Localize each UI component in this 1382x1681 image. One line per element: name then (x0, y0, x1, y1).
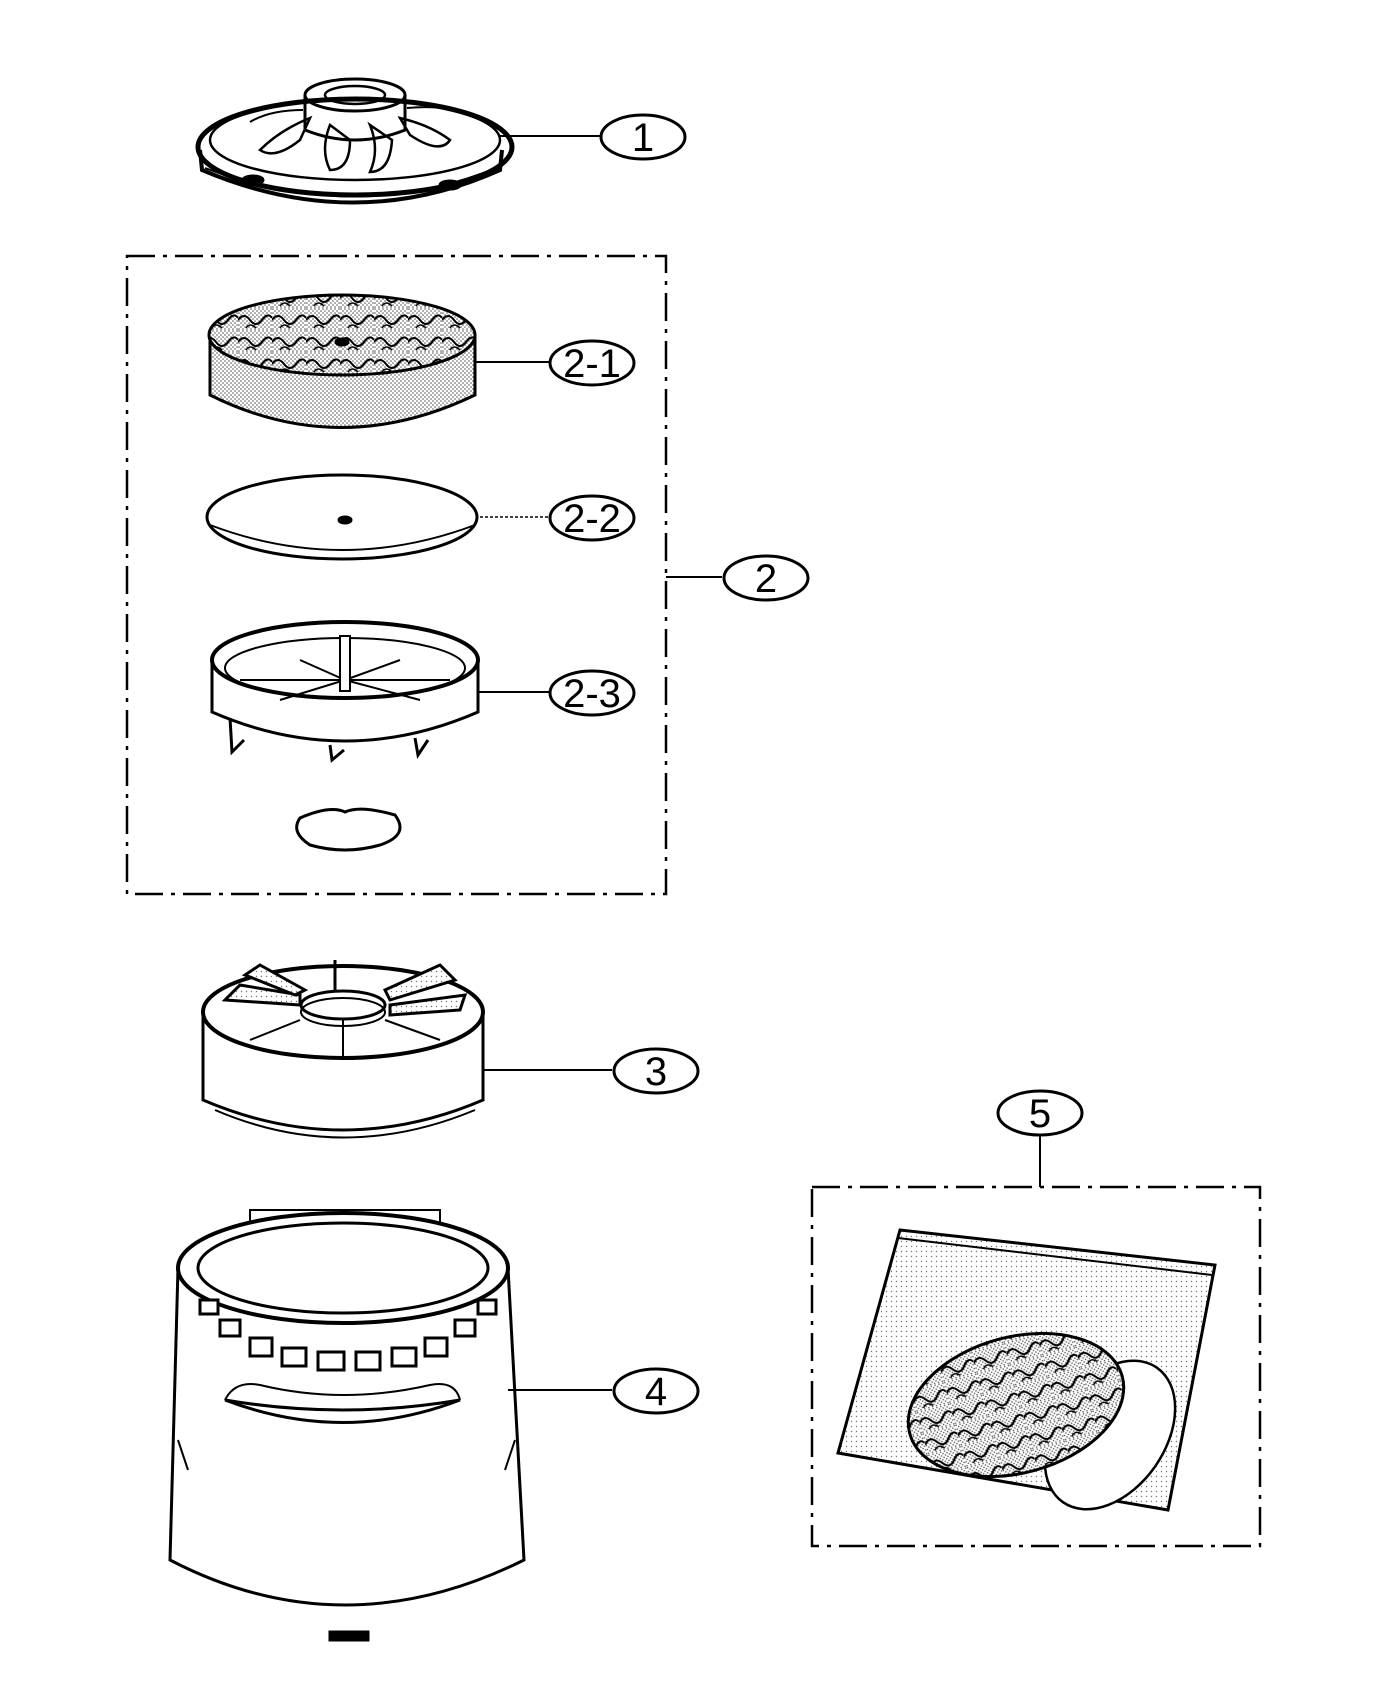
part-1-top-cap (195, 77, 515, 205)
part-4-housing (168, 1209, 526, 1642)
callout-2-1: 2-1 (548, 339, 636, 387)
callout-2-3: 2-3 (548, 669, 636, 717)
callout-5: 5 (996, 1089, 1084, 1137)
svg-text:2-1: 2-1 (563, 342, 621, 386)
svg-text:1: 1 (632, 116, 654, 160)
part-2-3-filter-holder (210, 620, 480, 763)
part-2-2-disc (205, 473, 479, 561)
callout-2: 2 (722, 554, 810, 602)
svg-text:2-2: 2-2 (563, 497, 621, 541)
part-2-dashed-box (125, 254, 668, 896)
gasket-ring (295, 807, 402, 852)
part-5-filter-bag (836, 1228, 1217, 1512)
svg-text:5: 5 (1029, 1092, 1051, 1136)
part-2-1-filter-pad (207, 293, 477, 429)
svg-text:2-3: 2-3 (563, 672, 621, 716)
svg-text:3: 3 (645, 1050, 667, 1094)
part-3-filter-frame (201, 960, 485, 1139)
callout-1: 1 (599, 113, 687, 161)
callout-4: 4 (612, 1367, 700, 1415)
callout-3: 3 (612, 1047, 700, 1095)
callout-2-2: 2-2 (548, 494, 636, 542)
svg-text:2: 2 (755, 557, 777, 601)
svg-text:4: 4 (645, 1370, 667, 1414)
part-5-dashed-box (810, 1185, 1262, 1548)
